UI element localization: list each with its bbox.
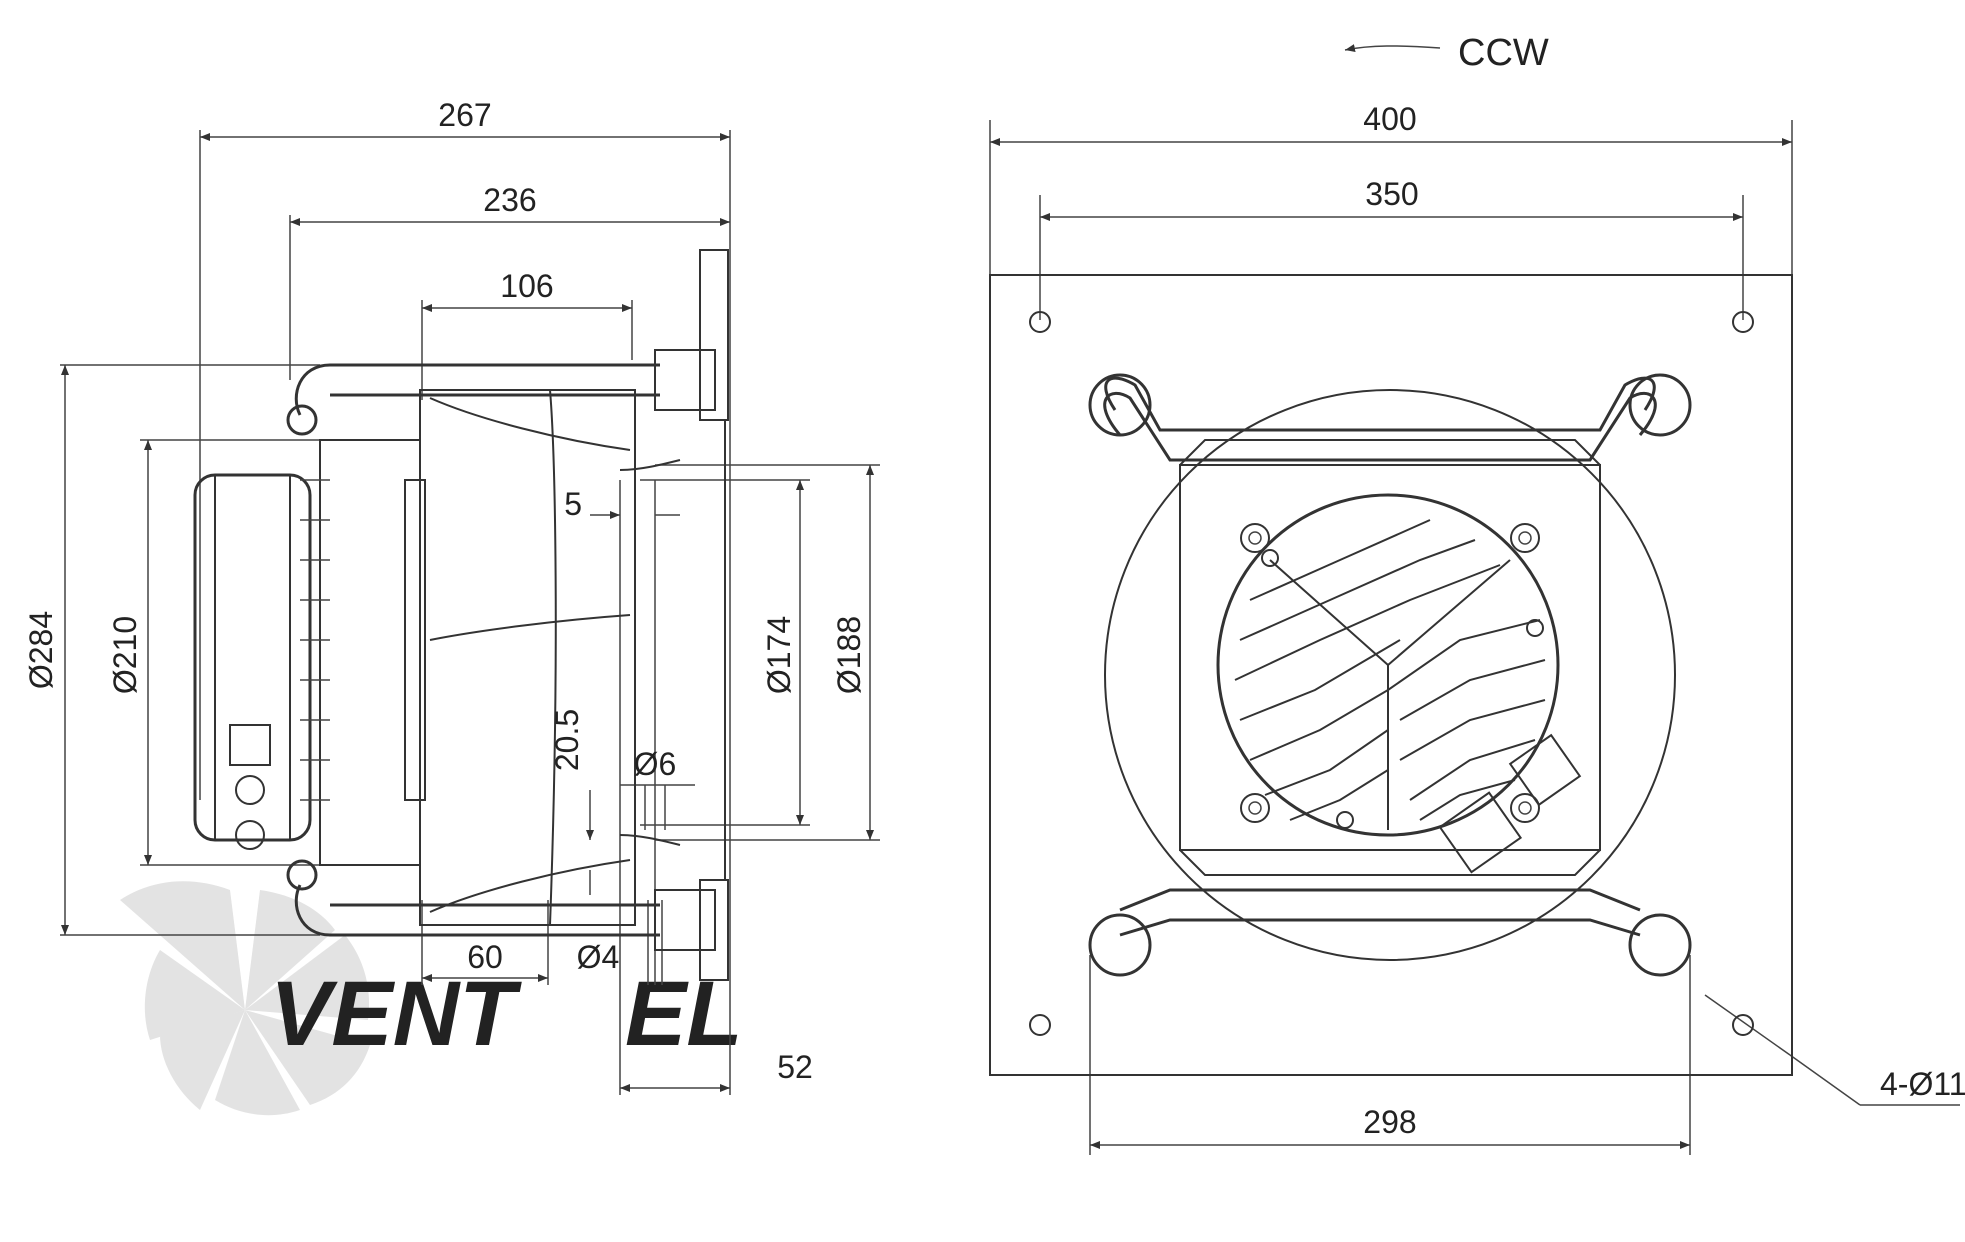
dim-phi284: Ø284	[23, 611, 59, 689]
dim-phi188: Ø188	[831, 616, 867, 694]
dim-236: 236	[483, 182, 536, 218]
dim-400: 400	[1363, 101, 1416, 137]
dim-52: 52	[777, 1049, 813, 1085]
front-view: CCW	[989, 32, 1965, 1155]
motor-fins	[1234, 519, 1546, 830]
dim-holes: 4-Ø11	[1880, 1066, 1965, 1102]
dim-phi4: Ø4	[577, 939, 620, 975]
rotation-arrow-icon	[1344, 44, 1441, 52]
dim-60: 60	[467, 939, 503, 975]
watermark-text-el: EL	[625, 963, 743, 1065]
rotation-label: CCW	[1458, 32, 1549, 74]
dim-350: 350	[1365, 176, 1418, 212]
dim-5: 5	[564, 486, 582, 522]
side-view: 267 236 106 5 20.5 Ø6 60 Ø4 52 Ø284 Ø210…	[23, 97, 880, 1095]
dim-phi174: Ø174	[761, 616, 797, 694]
dim-267: 267	[438, 97, 491, 133]
watermark: VENT EL	[120, 881, 743, 1116]
dim-298: 298	[1363, 1104, 1416, 1140]
dim-phi6: Ø6	[634, 746, 677, 782]
dim-106: 106	[500, 268, 553, 304]
dim-phi210: Ø210	[107, 616, 143, 694]
dim-20-5: 20.5	[549, 709, 585, 771]
watermark-fan-icon	[120, 881, 370, 1116]
